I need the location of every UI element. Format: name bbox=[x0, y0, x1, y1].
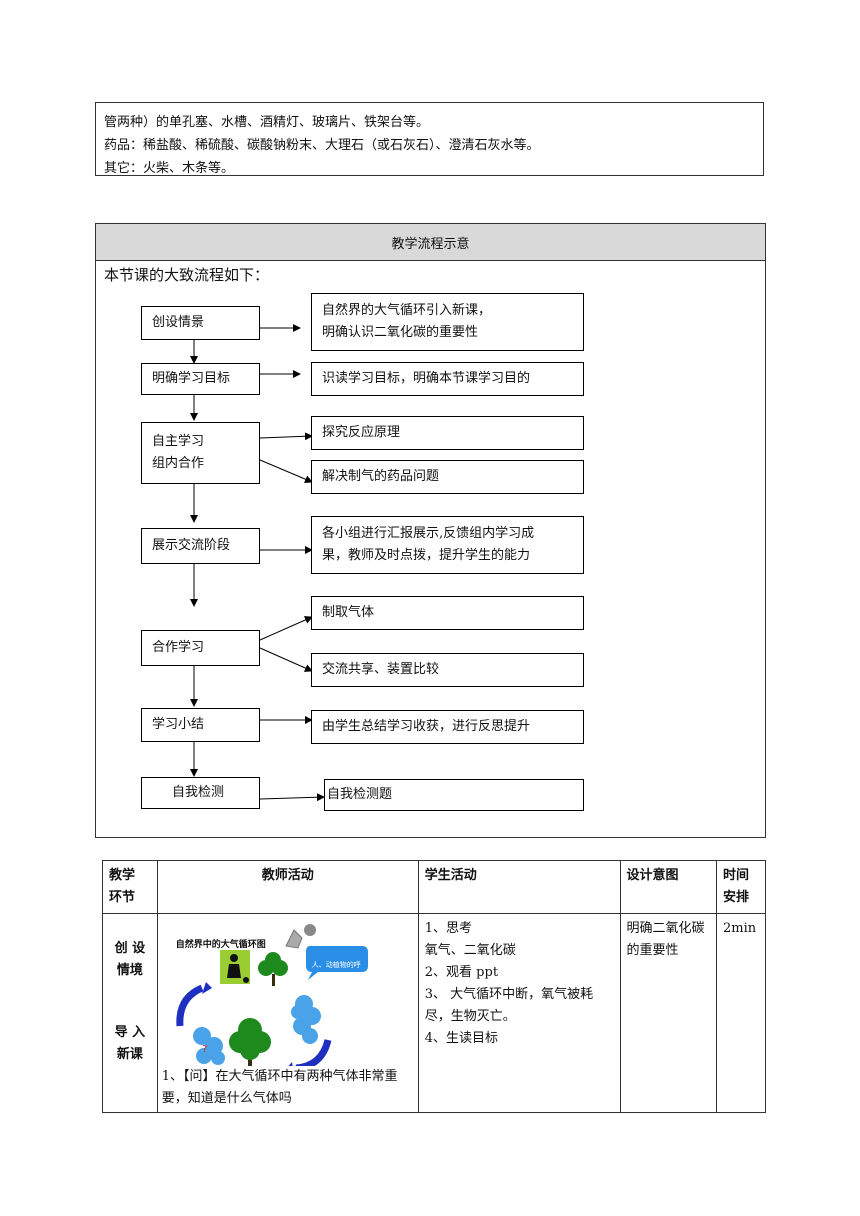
svg-text:?: ? bbox=[202, 1044, 207, 1055]
flow-stage-box: 自主学习 组内合作 bbox=[141, 422, 260, 484]
cell-stage: 创 设 情境 导 入 新课 bbox=[102, 913, 158, 1113]
arrow-right bbox=[259, 432, 313, 441]
flow-stage-label: 组内合作 bbox=[152, 456, 205, 471]
cycle-arrow-icon bbox=[176, 984, 204, 1027]
cell-teacher: 自然界中的大气循环图 bbox=[156, 913, 419, 1113]
lesson-plan-table: 教学 环节 教师活动 学生活动 设计意图 时间 安排 创 设 情境 导 入 新课… bbox=[102, 860, 766, 1113]
student-activity-line: 3、 大气循环中断，氧气被耗尽，生物灭亡。 bbox=[424, 987, 594, 1024]
header-text: 教学 bbox=[109, 868, 136, 883]
header-stage: 教学 环节 bbox=[102, 860, 158, 914]
tree-icon bbox=[228, 1018, 271, 1066]
flow-header: 教学流程示意 bbox=[96, 224, 765, 261]
flow-outcome-label: 自然界的大气循环引入新课， bbox=[322, 303, 492, 318]
header-time: 时间 安排 bbox=[716, 860, 766, 914]
cycle-title: 自然界中的大气循环图 bbox=[175, 940, 266, 950]
header-student: 学生活动 bbox=[417, 860, 621, 914]
student-activity-line: 1、思考 bbox=[424, 921, 473, 936]
header-teacher: 教师活动 bbox=[156, 860, 419, 914]
cloud-icon bbox=[290, 995, 321, 1044]
cycle-arrow-icon bbox=[295, 1039, 332, 1066]
flow-outcome-box: 交流共享、装置比较 bbox=[311, 653, 584, 687]
flow-outcome-box: 探究反应原理 bbox=[311, 416, 584, 450]
flow-outcome-box: 自我检测题 bbox=[324, 779, 584, 811]
flow-arrows bbox=[190, 324, 325, 802]
atmospheric-cycle-diagram: 自然界中的大气循环图 bbox=[162, 916, 414, 1066]
flow-outcome-box: 解决制气的药品问题 bbox=[311, 460, 584, 494]
tree-icon bbox=[257, 952, 288, 986]
person-icon bbox=[219, 950, 250, 984]
flow-outcome-label: 制取气体 bbox=[322, 605, 375, 620]
cloud-icon bbox=[192, 1027, 225, 1065]
flow-stage-label: 自我检测 bbox=[172, 785, 225, 800]
flow-stage-box: 学习小结 bbox=[141, 708, 260, 742]
flow-stage-box: 自我检测 bbox=[141, 777, 260, 809]
flow-stage-label: 合作学习 bbox=[152, 640, 205, 655]
flow-outcome-label: 解决制气的药品问题 bbox=[322, 469, 440, 484]
flow-outcome-label: 果，教师及时点拨，提升学生的能力 bbox=[322, 548, 531, 563]
flow-outcome-box: 识读学习目标，明确本节课学习目的 bbox=[311, 362, 584, 396]
materials-line: 药品：稀盐酸、稀硫酸、碳酸钠粉末、大理石（或石灰石）、澄清石灰水等。 bbox=[104, 138, 540, 153]
materials-box: 管两种）的单孔塞、水槽、酒精灯、玻璃片、铁架台等。 药品：稀盐酸、稀硫酸、碳酸钠… bbox=[95, 102, 764, 176]
materials-line: 管两种）的单孔塞、水槽、酒精灯、玻璃片、铁架台等。 bbox=[104, 115, 430, 130]
stage-text: 情境 bbox=[116, 963, 143, 978]
flow-outcome-label: 探究反应原理 bbox=[322, 425, 401, 440]
student-activity-line: 氧气、二氧化碳 bbox=[424, 943, 516, 958]
teacher-activity-text: 1、【问】在大气循环中有两种气体非常重要，知道是什么气体吗 bbox=[161, 1069, 398, 1106]
arrow-right bbox=[259, 459, 313, 483]
flow-outcome-box: 制取气体 bbox=[311, 596, 584, 630]
materials-line: 其它：火柴、木条等。 bbox=[104, 161, 235, 176]
arrow-right bbox=[259, 647, 313, 672]
stage-text: 导 入 bbox=[114, 1025, 146, 1040]
flow-stage-label: 学习小结 bbox=[152, 717, 205, 732]
student-activity-line: 4、生读目标 bbox=[424, 1031, 499, 1046]
flow-outcome-label: 明确认识二氧化碳的重要性 bbox=[322, 325, 479, 340]
flow-stage-box: 创设情景 bbox=[141, 306, 260, 340]
factory-icon bbox=[285, 924, 316, 949]
cell-time: 2min bbox=[716, 913, 766, 1113]
flow-outcome-label: 识读学习目标，明确本节课学习目的 bbox=[322, 371, 531, 386]
cell-student: 1、思考 氧气、二氧化碳 2、观看 ppt 3、 大气循环中断，氧气被耗尽，生物… bbox=[417, 913, 621, 1113]
flow-outcome-label: 各小组进行汇报展示,反馈组内学习成 bbox=[322, 526, 535, 541]
flow-stage-label: 展示交流阶段 bbox=[152, 538, 231, 553]
student-activity-line: 2、观看 ppt bbox=[424, 965, 499, 980]
arrow-right bbox=[259, 616, 313, 641]
arrow-right bbox=[259, 793, 325, 802]
flow-outcome-label: 交流共享、装置比较 bbox=[322, 662, 440, 677]
table-header-row: 教学 环节 教师活动 学生活动 设计意图 时间 安排 bbox=[102, 860, 766, 914]
flow-outcome-box: 各小组进行汇报展示,反馈组内学习成 果，教师及时点拨，提升学生的能力 bbox=[311, 516, 584, 574]
bubble-text: 人、动植物的呼 bbox=[311, 961, 361, 969]
flow-outcome-box: 自然界的大气循环引入新课， 明确认识二氧化碳的重要性 bbox=[311, 293, 584, 351]
header-text: 安排 bbox=[723, 890, 750, 905]
flow-outcome-box: 由学生总结学习收获，进行反思提升 bbox=[311, 710, 584, 744]
header-text: 时间 bbox=[723, 868, 750, 883]
teaching-flow-section: 教学流程示意 本节课的大致流程如下： bbox=[95, 223, 766, 838]
flow-outcome-label: 由学生总结学习收获，进行反思提升 bbox=[322, 719, 531, 734]
flow-stage-label: 创设情景 bbox=[152, 315, 205, 330]
cell-design: 明确二氧化碳的重要性 bbox=[619, 913, 718, 1113]
header-text: 环节 bbox=[109, 890, 136, 905]
flow-stage-label: 明确学习目标 bbox=[152, 371, 231, 386]
stage-text: 创 设 bbox=[114, 941, 146, 956]
cycle-illustration: ? bbox=[176, 924, 368, 1066]
stage-text: 新课 bbox=[116, 1047, 143, 1062]
table-row: 创 设 情境 导 入 新课 自然界中的大气循环图 bbox=[102, 913, 766, 1113]
flow-outcome-label: 自我检测题 bbox=[327, 787, 393, 802]
flow-stage-box: 展示交流阶段 bbox=[141, 528, 260, 564]
flow-stage-box: 明确学习目标 bbox=[141, 363, 260, 395]
speech-bubble bbox=[305, 946, 368, 980]
flow-intro: 本节课的大致流程如下： bbox=[104, 266, 270, 284]
header-design: 设计意图 bbox=[619, 860, 718, 914]
flow-stage-label: 自主学习 bbox=[152, 434, 205, 449]
flow-stage-box: 合作学习 bbox=[141, 630, 260, 666]
